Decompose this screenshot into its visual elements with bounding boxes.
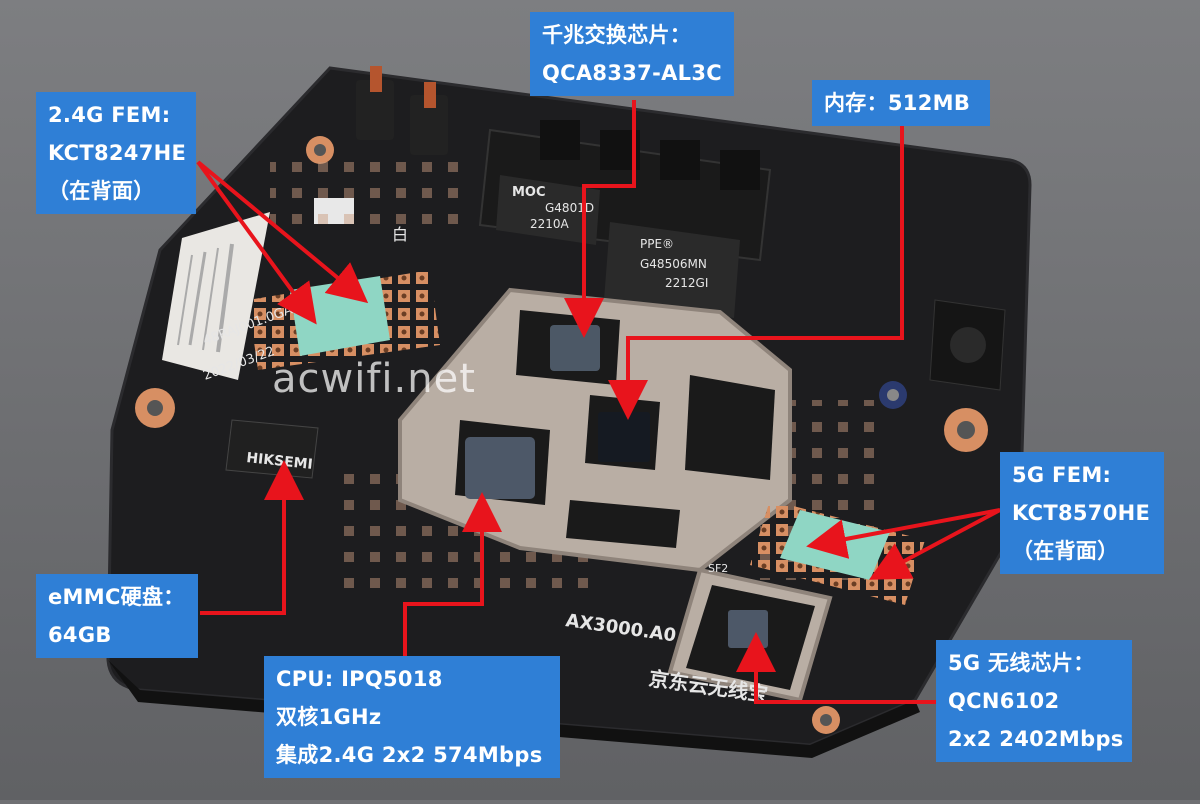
memory-line1: 内存：512MB: [824, 91, 971, 115]
label-memory: 内存：512MB: [812, 80, 990, 126]
label-switch-chip: 千兆交换芯片： QCA8337-AL3C: [530, 12, 734, 96]
arrow-fem5-b: [868, 508, 1001, 580]
chip-ppe: PPE® G48506MN 2212GI: [604, 222, 740, 318]
chip-ipq5018: [465, 437, 535, 499]
arrow-emmc: [200, 460, 304, 615]
chip-ppe-brand: PPE®: [640, 237, 674, 251]
chip-moc: MOC G4801D 2210A: [496, 175, 600, 245]
power-jack: [879, 299, 1006, 409]
chip-emmc: HIKSEMI: [225, 419, 319, 479]
fem5-line3: （在背面）: [1012, 539, 1119, 563]
label-wifi5-chip: 5G 无线芯片： QCN6102 2x2 2402Mbps: [936, 640, 1132, 762]
arrow-wifi5: [736, 632, 940, 704]
label-cpu: CPU: IPQ5018 双核1GHz 集成2.4G 2x2 574Mbps: [264, 656, 560, 778]
fem24-line2: KCT8247HE: [48, 141, 187, 165]
emmc-line2: 64GB: [48, 623, 112, 647]
chip-ppe-code2: 2212GI: [665, 276, 708, 290]
pad-array-top: [270, 160, 470, 230]
chip-moc-code2: 2210A: [530, 217, 570, 231]
annotation-arrows: [196, 100, 1001, 704]
fem24-line3: （在背面）: [48, 179, 155, 203]
switch-line1: 千兆交换芯片：: [542, 23, 692, 47]
sticker-label: [162, 212, 270, 380]
fem5-line2: KCT8570HE: [1012, 501, 1151, 525]
wifi5-line2: QCN6102: [948, 689, 1060, 713]
arrow-memory: [608, 120, 904, 420]
arrow-fem24-a: [196, 160, 317, 325]
chip-ppe-code1: G48506MN: [640, 257, 707, 271]
chip-memory: [598, 412, 650, 462]
emmc-line1: eMMC硬盘：: [48, 585, 185, 609]
arrow-fem24-b: [196, 160, 369, 304]
watermark-text: acwifi.net: [272, 356, 476, 402]
wifi5-line1: 5G 无线芯片：: [948, 651, 1095, 675]
chip-moc-code1: G4801D: [545, 201, 594, 215]
cpu-line2: 双核1GHz: [276, 705, 382, 729]
switch-line2: QCA8337-AL3C: [542, 61, 722, 85]
label-emmc: eMMC硬盘： 64GB: [36, 574, 198, 658]
arrow-cpu: [403, 492, 502, 658]
fem5-line1: 5G FEM:: [1012, 463, 1112, 487]
label-fem-5g: 5G FEM: KCT8570HE （在背面）: [1000, 452, 1164, 574]
cpu-line3: 集成2.4G 2x2 574Mbps: [276, 743, 543, 767]
fem24-line1: 2.4G FEM:: [48, 103, 171, 127]
mounting-holes: [135, 136, 988, 734]
wifi5-line3: 2x2 2402Mbps: [948, 727, 1124, 751]
silk-sf2: SF2: [708, 562, 728, 575]
chip-qca8337: [550, 325, 600, 371]
cpu-line1: CPU: IPQ5018: [276, 667, 443, 691]
arrow-fem5-a: [806, 508, 1001, 559]
label-fem-24g: 2.4G FEM: KCT8247HE （在背面）: [36, 92, 196, 214]
chip-moc-brand: MOC: [512, 185, 546, 200]
arrow-switch: [564, 100, 636, 338]
